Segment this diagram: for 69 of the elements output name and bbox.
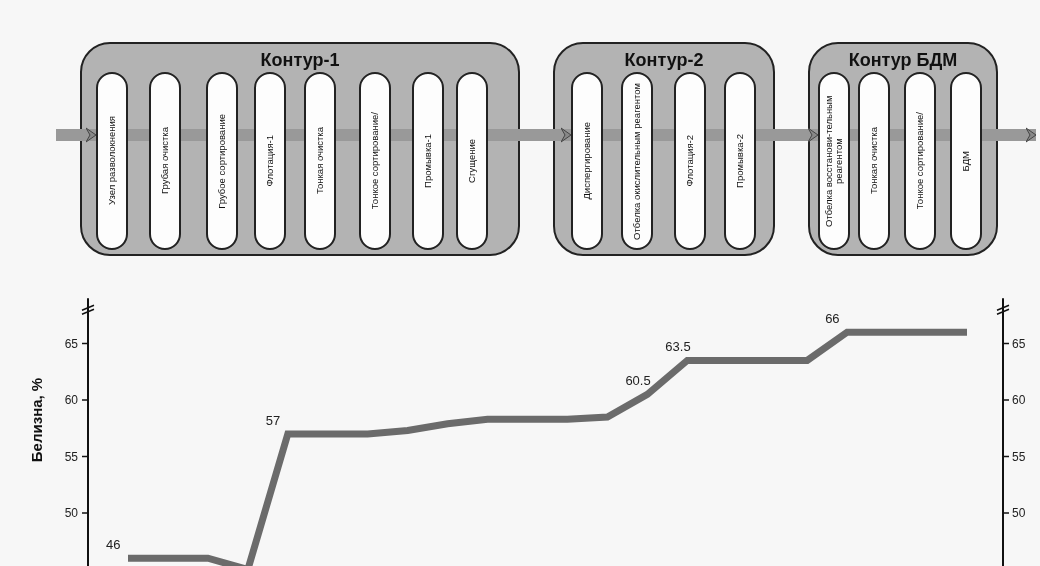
stage-label: БДМ (961, 150, 971, 172)
contour-title: Контур БДМ (848, 50, 958, 70)
stage-label: Сгущение (467, 139, 477, 183)
pipe-band (181, 129, 206, 141)
stage-pill (206, 72, 238, 250)
stage-label: Промывка-1 (423, 134, 433, 188)
stage-pill (904, 72, 936, 250)
pipe-band (336, 129, 359, 141)
pipe-band (603, 129, 621, 141)
data-label: 66 (825, 311, 840, 327)
stage-label: Диспергирование (582, 122, 592, 200)
pipe-band (936, 129, 950, 141)
flow-arrow (982, 127, 1037, 143)
flow-arrow (56, 127, 97, 143)
stage-label: Промывка-2 (735, 134, 745, 188)
pipe-band (128, 129, 149, 141)
stage-label: Отбелка окислительным реагентом (632, 82, 642, 240)
tick-label: 60 (1012, 393, 1026, 407)
stage-pill (412, 72, 444, 250)
data-label: 63.5 (665, 339, 691, 355)
pipe-band (444, 129, 456, 141)
stage-pill (950, 72, 982, 250)
stage-pill (621, 72, 653, 250)
pipe-band (706, 129, 724, 141)
stage-label: Тонкая очистка (315, 127, 325, 195)
pipe-band (238, 129, 254, 141)
stage-label: Тонкая очистка (869, 127, 879, 195)
axis-title: Белизна, % (28, 377, 45, 463)
stage-label: Узел разволокнения (107, 116, 117, 206)
stage-pill (724, 72, 756, 250)
tick-label: 65 (1012, 336, 1026, 351)
tick-label: 50 (64, 506, 78, 520)
stage-label: Грубое сортирование (217, 113, 227, 209)
tick-label: 55 (64, 449, 78, 464)
stage-pill (254, 72, 286, 250)
tick-label: 50 (1012, 506, 1026, 520)
data-label: 46 (106, 537, 121, 553)
data-label: 57 (265, 412, 281, 428)
contour-title: Контур-2 (624, 50, 704, 70)
stage-label: Отбелка восстанови-тельным реагентом (824, 94, 844, 229)
flow-arrow (488, 127, 572, 143)
contour-panel (808, 42, 998, 256)
stage-label: Грубая очистка (160, 127, 170, 195)
stage-pill (818, 72, 850, 250)
stage-pill (149, 72, 181, 250)
stage-pill (858, 72, 890, 250)
stage-pill (304, 72, 336, 250)
stage-pill (571, 72, 603, 250)
data-label: 60.5 (625, 373, 651, 389)
stage-pill (456, 72, 488, 250)
stage-pill (674, 72, 706, 250)
stage-label: Тонкое сортирование/ (915, 112, 925, 210)
pipe-band (286, 129, 304, 141)
tick-label: 60 (64, 393, 78, 407)
pipe-band (850, 129, 858, 141)
flow-arrow (756, 127, 819, 143)
stage-label: Тонкое сортирование/ (370, 112, 380, 210)
contour-panel (80, 42, 520, 256)
stage-pill (359, 72, 391, 250)
stage-label: Флотация-1 (265, 135, 275, 187)
pipe-band (391, 129, 412, 141)
pipe-band (890, 129, 904, 141)
contour-panel (553, 42, 775, 256)
stage-label: Флотация-2 (685, 135, 695, 187)
contour-title: Контур-1 (260, 50, 340, 70)
stage-pill (96, 72, 128, 250)
pipe-band (653, 129, 674, 141)
tick-label: 65 (64, 336, 78, 351)
tick-label: 55 (1012, 449, 1026, 464)
